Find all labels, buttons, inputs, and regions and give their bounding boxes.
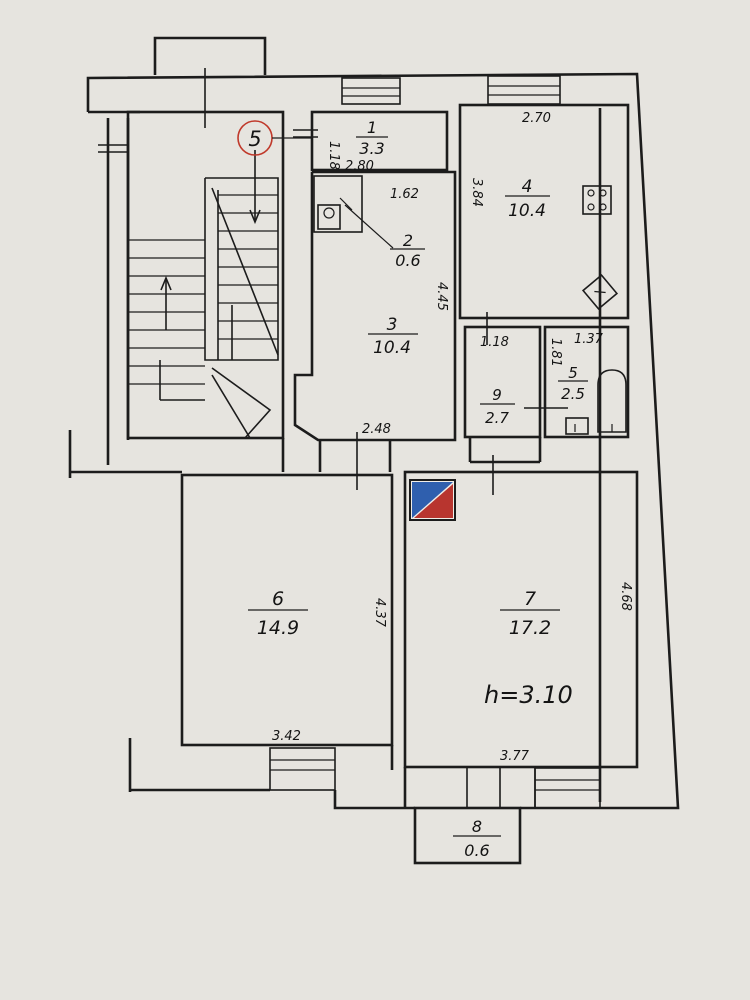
window-top-1 [341,77,401,105]
dim-room2-right: 1.62 [390,187,419,202]
stove-icon [582,185,612,215]
dim-room4-side: 3.84 [469,178,484,207]
window-bottom-3 [499,766,536,809]
interior-walls [126,103,639,865]
svg-text:6: 6 [272,588,284,610]
dim-room7-side: 4.68 [618,582,633,611]
dim-room6-bottom: 3.42 [272,729,301,744]
unit-marker: 5 [237,120,312,156]
dim-room9-top: 1.18 [480,335,509,350]
room-4-label: 4 10.4 [505,177,550,221]
room-6-outline [180,473,394,747]
windows [98,75,601,809]
svg-text:10.4: 10.4 [508,201,546,221]
bathtub-icon [597,369,627,433]
dim-room4-top: 2.70 [522,111,551,126]
unit-marker-label: 5 [248,127,261,151]
dim-room6-side: 4.37 [372,598,387,628]
room-5-outline [543,325,630,439]
dim-room2-top: 2.80 [345,159,374,174]
svg-text:0.6: 0.6 [395,251,420,270]
room-2-leader [344,204,394,249]
room-4-outline [458,103,630,320]
room-9-label: 9 2.7 [480,386,515,427]
svg-text:2.7: 2.7 [485,409,509,427]
ceiling-height-note: h=3.10 [484,681,573,709]
room-1-label: 1 3.3 [356,118,388,158]
room-1-outline [310,110,449,172]
svg-text:0.6: 0.6 [464,841,489,860]
toilet-icon [317,204,341,230]
svg-text:1: 1 [367,118,377,137]
room-2-label: 2 0.6 [390,231,425,270]
svg-text:9: 9 [492,386,502,404]
fixtures [317,185,627,435]
svg-text:5: 5 [568,364,578,382]
room-6-label: 6 14.9 [248,588,308,639]
svg-text:14.9: 14.9 [257,617,299,639]
dim-room1-side: 1.18 [326,141,341,170]
room-2-outline [313,175,363,233]
room-8-label: 8 0.6 [453,817,501,860]
window-bottom-2 [534,767,601,809]
window-top-2 [487,75,561,105]
dim-room3-bottom: 2.48 [362,422,391,437]
room-5-label: 5 2.5 [558,364,588,403]
svg-text:3.3: 3.3 [359,139,384,158]
sink-icon [581,273,619,311]
dim-room3-side: 4.45 [434,282,449,311]
room-7-label: 7 17.2 [500,588,560,639]
staircase [128,194,278,385]
dimension-labels: 1.18 2.80 1.62 4.45 2.48 2.70 3.84 1.18 … [272,111,633,764]
room-3-outline [293,170,457,442]
dim-room5-side: 1.81 [548,338,563,367]
svg-text:2.5: 2.5 [561,385,585,403]
svg-text:3: 3 [387,315,398,335]
svg-text:4: 4 [522,177,533,197]
window-bottom-1 [269,747,336,791]
svg-text:2: 2 [403,231,413,250]
svg-text:7: 7 [524,588,536,610]
room-3-label: 3 10.4 [368,315,418,358]
stair-arrows [160,150,261,360]
dim-room7-bottom: 3.77 [500,749,530,764]
svg-text:17.2: 17.2 [509,617,551,639]
svg-text:8: 8 [472,817,482,836]
washbasin-icon [565,417,589,435]
room-labels: 1 3.3 2 0.6 3 10.4 4 10.4 5 2.5 6 14.9 [248,118,588,860]
stair-outline [159,177,279,439]
heating-stamp [409,479,456,521]
dim-room5-top: 1.37 [574,332,604,347]
door-marks [204,68,568,808]
svg-text:10.4: 10.4 [373,338,411,358]
